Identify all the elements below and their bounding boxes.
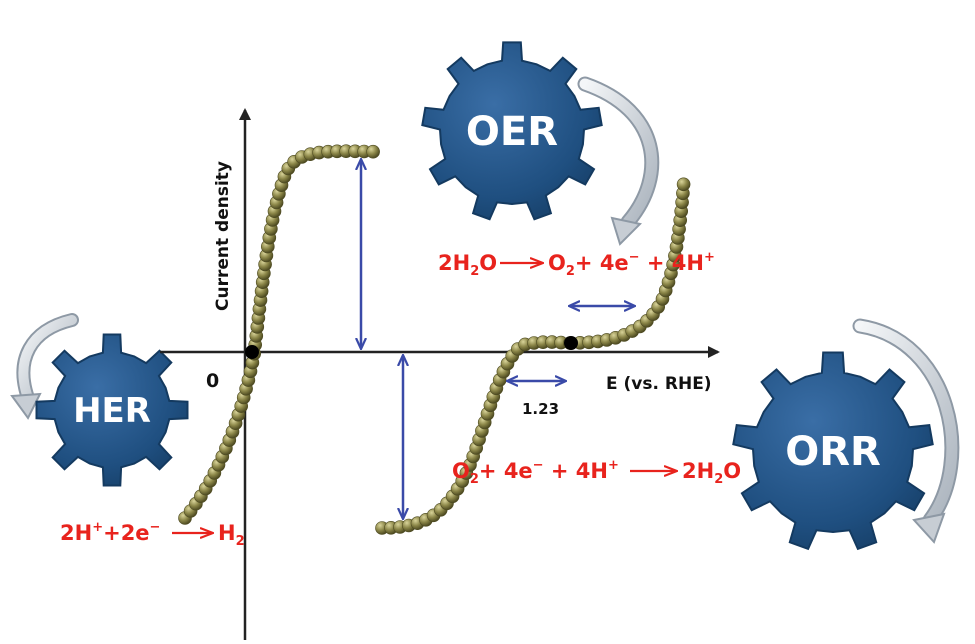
her-gear: HER — [35, 333, 189, 487]
orr-equation: O2+ 4e− + 4H+ 2H2O — [452, 458, 741, 487]
oer-curve-bead — [676, 177, 691, 192]
svg-text:2H2O: 2H2O — [438, 251, 497, 279]
x-axis-label: E (vs. RHE) — [606, 374, 712, 394]
her-gear-label: HER — [73, 391, 151, 431]
svg-text:2H++2e−: 2H++2e− — [60, 520, 160, 545]
oer-gear-label: OER — [466, 109, 558, 155]
potential-label: 1.23 — [522, 400, 559, 418]
orr-gear: ORR — [732, 351, 934, 551]
svg-text:O2+ 4e− + 4H+: O2+ 4e− + 4H+ — [452, 458, 619, 487]
y-axis-label: Current density — [213, 161, 233, 311]
her-oer-curve-bead — [366, 144, 380, 159]
origin-label: 0 — [206, 370, 219, 392]
svg-text:2H2O: 2H2O — [682, 459, 741, 487]
svg-text:O2+ 4e− + 4H+: O2+ 4e− + 4H+ — [548, 250, 715, 279]
orr-gear-label: ORR — [785, 429, 881, 475]
equilibrium-dot — [564, 336, 578, 350]
her-equation: 2H++2e− H2 — [60, 520, 245, 549]
polarization-curves — [178, 144, 691, 535]
oer-gear: OER — [421, 41, 603, 221]
oer-equation: 2H2O O2+ 4e− + 4H+ — [438, 250, 715, 279]
origin-dot — [245, 345, 259, 359]
svg-text:H2: H2 — [218, 521, 245, 549]
